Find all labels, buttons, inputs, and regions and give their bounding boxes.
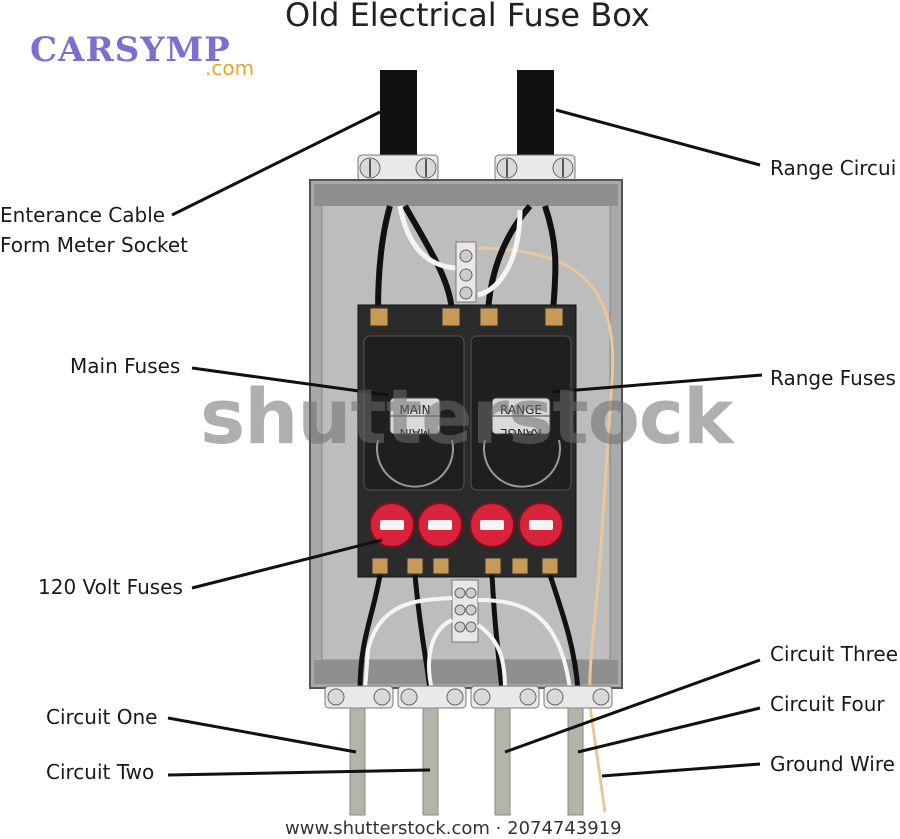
- plug-fuse-3: [469, 502, 515, 548]
- main-pullout-handle: [376, 439, 454, 488]
- bottom-wire-black-4: [547, 574, 581, 691]
- label-circuit-one: Circuit One: [46, 705, 158, 729]
- bottom-wire-white-3: [477, 598, 572, 691]
- bottom-wire-white-1: [363, 596, 453, 691]
- top-rail: [314, 184, 618, 206]
- label-circuit-two: Circuit Two: [46, 760, 155, 784]
- leader-volt-fuses: [191, 538, 383, 590]
- top-neutral-bar: [455, 241, 477, 303]
- entrance-cable-left: [380, 70, 417, 160]
- top-terminals: [369, 307, 564, 327]
- entrance-cable-right: [517, 70, 554, 160]
- range-fuse-label-inverted: RANGE: [500, 426, 542, 440]
- bottom-terminals: [371, 557, 559, 575]
- diagram-title: Old Electrical Fuse Box: [285, 0, 650, 34]
- carsymp-logo: CARSYMP .com: [30, 30, 275, 85]
- label-range-fuses: Range Fuses: [770, 366, 896, 390]
- bottom-wire-white-4: [476, 623, 507, 691]
- leader-main-fuses: [191, 366, 389, 397]
- leader-entrance-cable: [171, 110, 381, 217]
- plug-fuse-2: [417, 502, 463, 548]
- main-fuse-label: MAIN: [399, 403, 430, 417]
- leader-ground-wire: [601, 762, 761, 778]
- bottom-wire-black-1: [357, 574, 383, 691]
- plug-fuse-1: [369, 502, 415, 548]
- main-fuse-label-inverted: MAIN: [399, 426, 430, 440]
- leader-circuit-three: [504, 658, 761, 754]
- main-fuse-cartridge: MAIN MAIN: [389, 397, 441, 440]
- top-clamp-right: [494, 154, 576, 182]
- label-circuit-four: Circuit Four: [770, 692, 885, 716]
- footer-credit: www.shutterstock.com · 2074743919: [285, 818, 622, 839]
- bottom-wire-white-2: [427, 618, 453, 691]
- label-main-fuses: Main Fuses: [70, 354, 181, 378]
- leader-range-fuses: [551, 373, 763, 394]
- leader-circuit-two: [167, 768, 431, 777]
- leader-circuit-four: [577, 706, 761, 754]
- range-fuse-cartridge: RANGE RANGE: [491, 397, 551, 440]
- range-fuse-label: RANGE: [500, 403, 542, 417]
- top-clamp-left: [357, 154, 439, 182]
- label-entrance-cable-line1: Enterance Cable: [0, 203, 166, 227]
- range-pullout-handle: [483, 439, 561, 488]
- label-entrance-cable-line2: Form Meter Socket: [0, 233, 188, 257]
- circuit-three-cable: [494, 707, 511, 816]
- circuit-four-cable: [567, 707, 584, 816]
- plug-fuse-4: [518, 502, 564, 548]
- bottom-clamps: [324, 685, 613, 709]
- label-120-volt-fuses: 120 Volt Fuses: [38, 575, 183, 599]
- bottom-wire-black-3: [489, 574, 505, 691]
- bottom-neutral-bar: [451, 579, 479, 643]
- logo-brand: CARSYMP: [30, 30, 231, 70]
- label-circuit-three: Circuit Three: [770, 642, 899, 666]
- circuit-two-cable: [422, 707, 439, 816]
- label-range-circuit: Range Circui: [770, 156, 897, 180]
- ground-wire-path: [477, 246, 615, 813]
- logo-tld: .com: [205, 56, 255, 80]
- top-wire-white-2: [477, 209, 523, 298]
- leader-circuit-one: [167, 716, 357, 754]
- label-ground-wire: Ground Wire: [770, 752, 895, 776]
- top-wire-black-4: [542, 205, 559, 313]
- circuit-one-cable: [349, 707, 366, 816]
- leader-range-circuit: [555, 108, 761, 167]
- top-wire-black-1: [375, 205, 393, 313]
